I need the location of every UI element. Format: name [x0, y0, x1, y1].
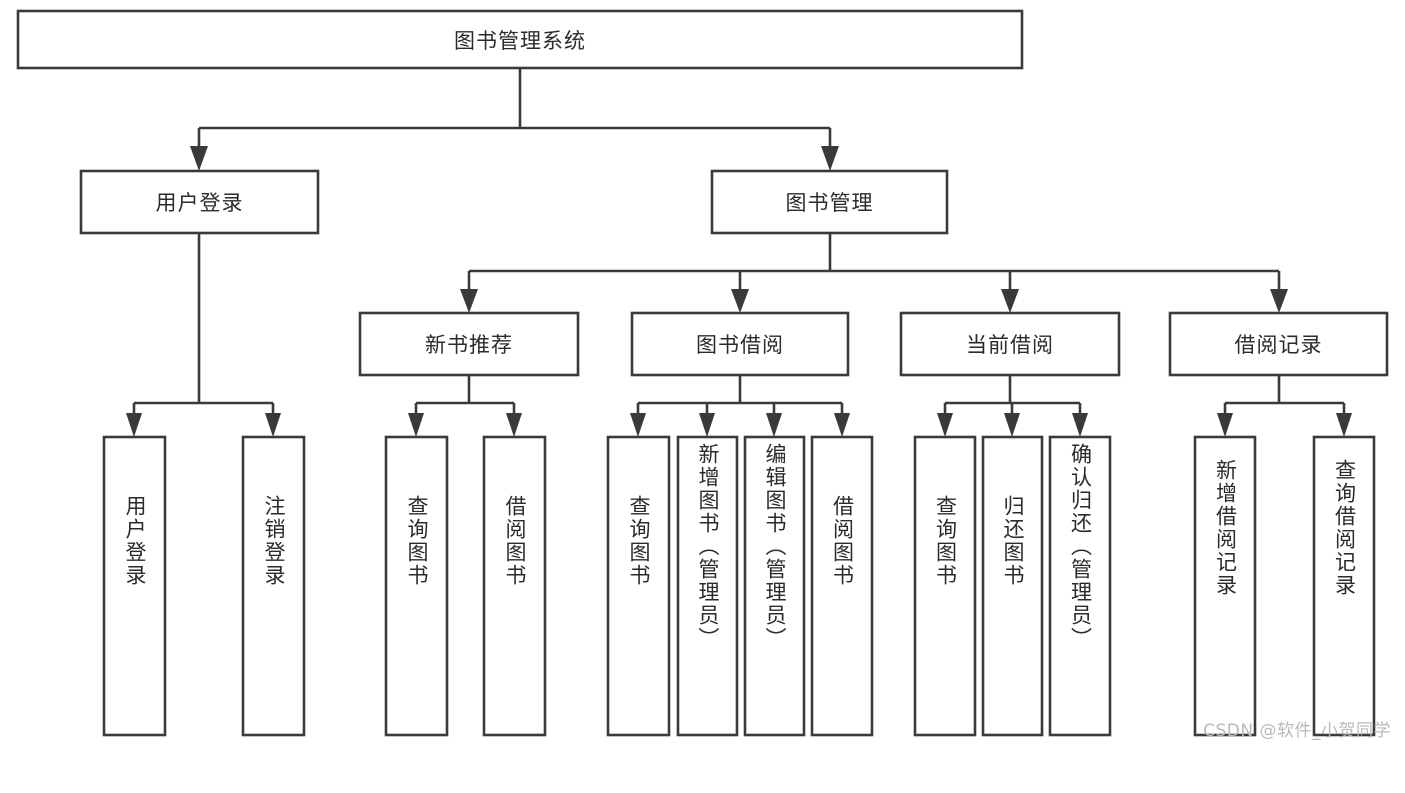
- arrow-head-icon-book-borrow: [731, 289, 749, 313]
- arrow-head-icon-book-management: [821, 146, 839, 171]
- leaf-box-add-book-admin[interactable]: [676, 435, 739, 737]
- leaf-box-return-book[interactable]: [981, 435, 1044, 737]
- arrow-head-icon-leaf-return-book: [1004, 413, 1020, 437]
- leaf-box-query-book-borrow[interactable]: [606, 435, 671, 737]
- leaf-box-logout[interactable]: [241, 435, 306, 737]
- leaf-box-borrow-book-rec[interactable]: [482, 435, 547, 737]
- arrow-head-icon-leaf-query-record: [1336, 413, 1352, 437]
- diagram-canvas-root: 图书管理系统 用户登录 图书管理 新书推荐 图书借阅 当前借阅 借阅记录 用户登…: [16, 9, 1391, 741]
- arrow-head-icon-leaf-add-book: [699, 413, 715, 437]
- leaf-box-query-book-current[interactable]: [913, 435, 977, 737]
- leaf-box-borrow-book[interactable]: [810, 435, 874, 737]
- arrow-head-icon-new-book: [460, 289, 478, 313]
- csdn-watermark: CSDN @软件_小贺同学: [1203, 721, 1391, 741]
- diagram-svg: [16, 9, 1389, 737]
- arrow-head-icon-borrow-record: [1270, 289, 1288, 313]
- arrow-head-icon-leaf-logout: [265, 413, 281, 437]
- node-box-root[interactable]: [16, 9, 1024, 70]
- node-boxes-layer: [16, 9, 1389, 737]
- leaf-box-confirm-return-admin[interactable]: [1048, 435, 1112, 737]
- node-box-borrow-record[interactable]: [1168, 311, 1389, 377]
- leaf-box-query-book-rec[interactable]: [384, 435, 449, 737]
- leaf-box-edit-book-admin[interactable]: [743, 435, 806, 737]
- node-box-new-book-recommend[interactable]: [358, 311, 580, 377]
- arrow-head-icon-leaf-add-record: [1217, 413, 1233, 437]
- arrow-heads-layer: [126, 146, 1352, 437]
- arrow-head-icon-leaf-confirm-return: [1072, 413, 1088, 437]
- leaf-box-user-login[interactable]: [102, 435, 167, 737]
- leaf-box-query-borrow-record[interactable]: [1312, 435, 1376, 737]
- arrow-head-icon-leaf-borrow-book: [834, 413, 850, 437]
- arrow-head-icon-leaf-query-book-rec: [408, 413, 424, 437]
- node-box-user-login[interactable]: [79, 169, 320, 235]
- arrow-head-icon-leaf-query-book-borrow: [630, 413, 646, 437]
- node-box-book-management[interactable]: [710, 169, 949, 235]
- arrow-head-icon-user-login: [190, 146, 208, 171]
- node-box-book-borrow[interactable]: [630, 311, 850, 377]
- arrow-head-icon-leaf-edit-book: [766, 413, 782, 437]
- arrow-head-icon-leaf-user-login: [126, 413, 142, 437]
- arrow-head-icon-current-borrow: [1001, 289, 1019, 313]
- arrow-head-icon-leaf-query-current: [937, 413, 953, 437]
- arrow-head-icon-leaf-borrow-book-rec: [506, 413, 522, 437]
- node-box-current-borrow[interactable]: [899, 311, 1121, 377]
- leaf-box-add-borrow-record[interactable]: [1193, 435, 1257, 737]
